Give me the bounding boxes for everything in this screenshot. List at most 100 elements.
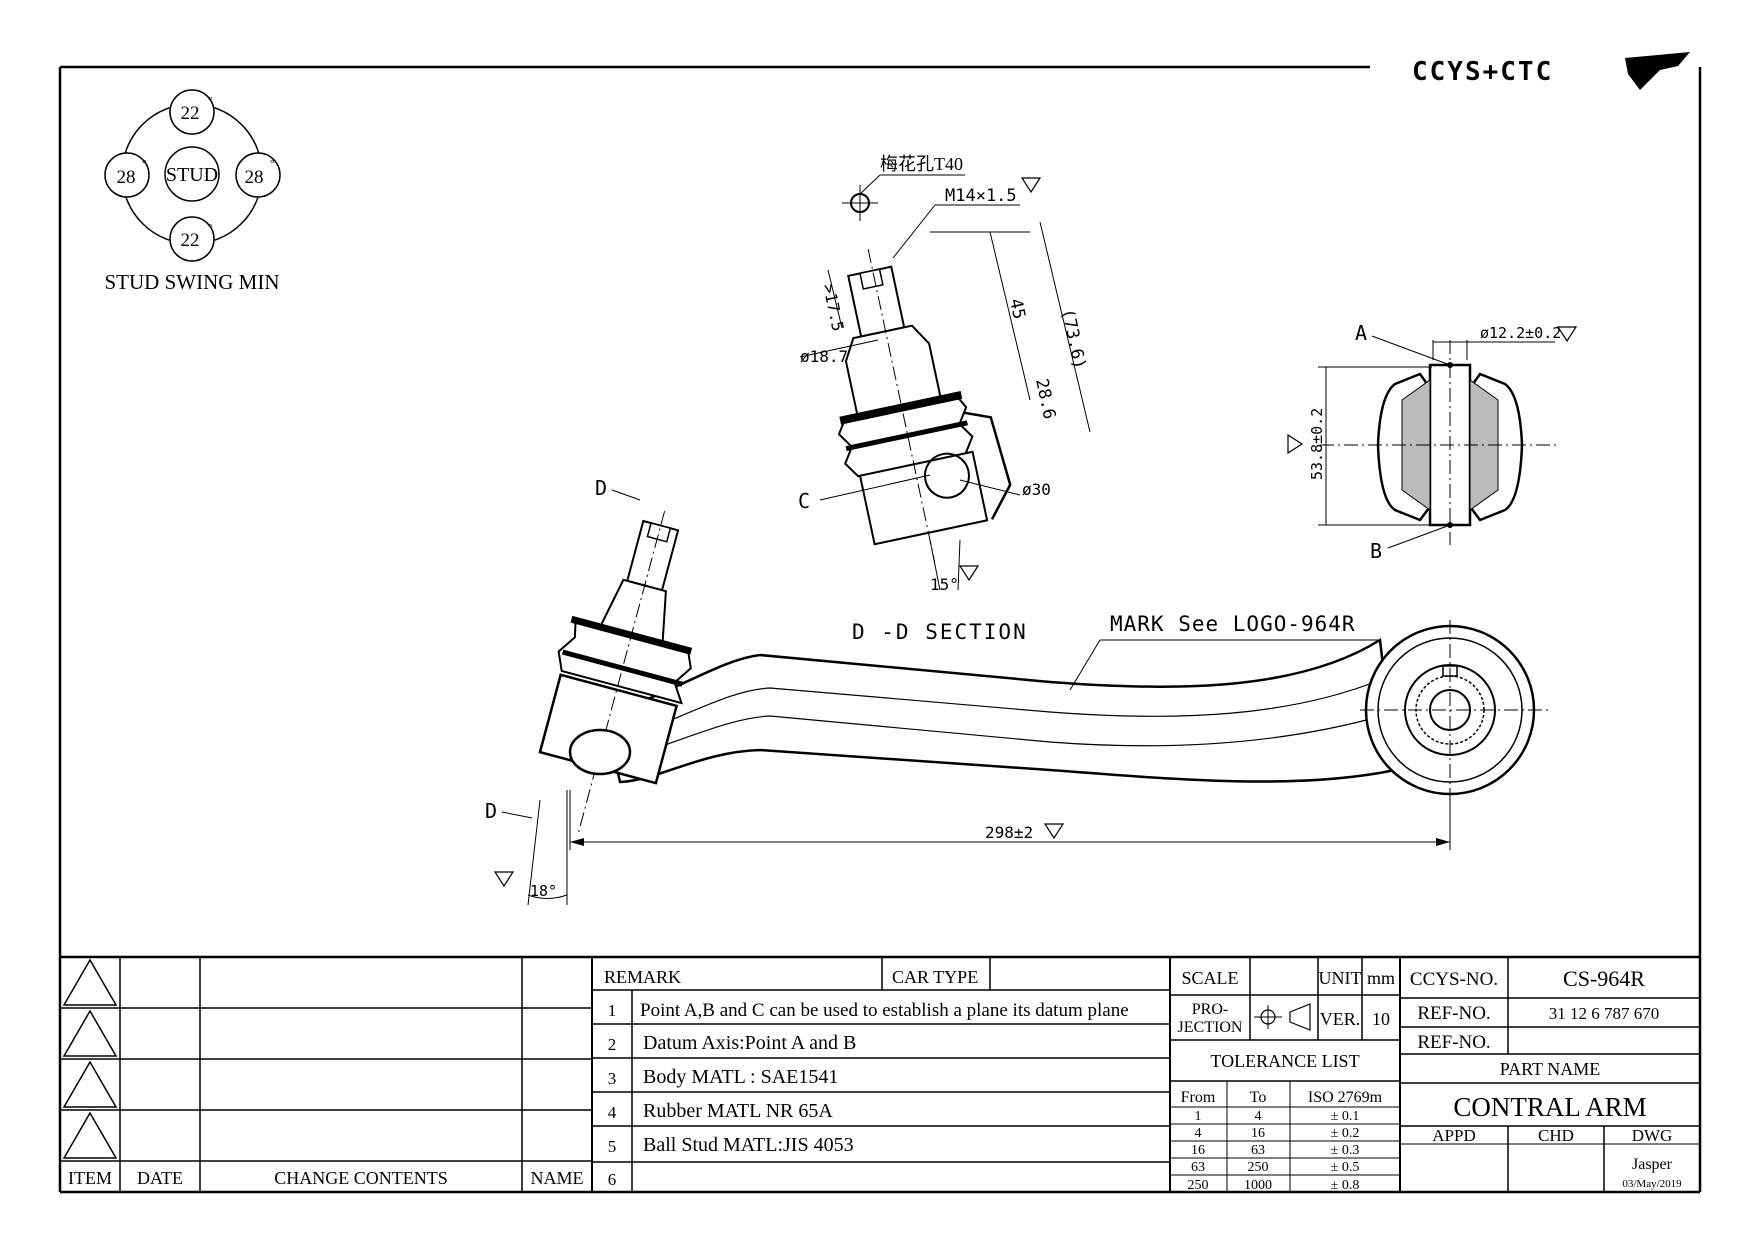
swing-top-value: 22 xyxy=(181,103,200,124)
length-dimension: 298±2 xyxy=(985,823,1033,842)
remark-row-2: Datum Axis:Point A and B xyxy=(643,1032,856,1054)
thread-label: M14×1.5 xyxy=(945,186,1017,206)
svg-text:2: 2 xyxy=(608,1035,617,1054)
ref-no2-label: REF-NO. xyxy=(1417,1032,1490,1053)
svg-text:63: 63 xyxy=(1191,1160,1205,1175)
section-title: D -D SECTION xyxy=(852,620,1028,644)
version-label: VER. xyxy=(1320,1009,1361,1029)
svg-text:3: 3 xyxy=(608,1069,617,1088)
dim-17-5: >17.5 xyxy=(819,282,848,333)
svg-text:1000: 1000 xyxy=(1244,1178,1272,1193)
svg-text:5: 5 xyxy=(608,1137,617,1156)
drawing-border xyxy=(58,65,1702,1194)
ref-no-label: REF-NO. xyxy=(1417,1003,1490,1024)
svg-text:1: 1 xyxy=(608,1001,617,1020)
dim-73-6: (73.6) xyxy=(1057,307,1089,371)
svg-text:± 0.3: ± 0.3 xyxy=(1331,1143,1360,1158)
stud-swing-diagram: STUD 22 ° 22 ° 28 ° 28 ° STUD SWING MIN xyxy=(104,89,281,294)
svg-text:4: 4 xyxy=(1255,1109,1262,1124)
angle-18: 18° xyxy=(530,882,557,900)
section-mark-top: D xyxy=(595,476,607,500)
hex-socket-label: 梅花孔T40 xyxy=(880,154,963,174)
ref-no-value: 31 12 6 787 670 xyxy=(1549,1004,1660,1023)
dim-30: ø30 xyxy=(1022,480,1051,499)
svg-text:From: From xyxy=(1181,1089,1216,1106)
appd-label: APPD xyxy=(1432,1126,1475,1145)
remark-row-4: Rubber MATL NR 65A xyxy=(643,1100,833,1122)
remark-block: REMARK CAR TYPE 1 Point A,B and C can be… xyxy=(592,957,1171,1192)
dim-bushing-height: 53.8±0.2 xyxy=(1308,408,1326,480)
remark-row-5: Ball Stud MATL:JIS 4053 xyxy=(643,1134,854,1156)
point-a-label: A xyxy=(1355,321,1367,345)
bushing-view: A B ø12.2±0.2 53.8±0.2 xyxy=(1287,321,1578,563)
unit-value: mm xyxy=(1367,968,1395,988)
remark-row-3: Body MATL : SAE1541 xyxy=(643,1066,838,1088)
version-value: 10 xyxy=(1372,1009,1390,1029)
dim-45: 45 xyxy=(1005,297,1029,321)
svg-text:4: 4 xyxy=(1195,1126,1202,1141)
svg-text:°: ° xyxy=(270,158,274,170)
section-dimensions: 梅花孔T40 M14×1.5 45 (73.6) 28.6 >17.5 ø18.… xyxy=(798,154,1091,644)
svg-text:1: 1 xyxy=(1195,1109,1202,1124)
drawn-by: Jasper xyxy=(1632,1156,1673,1173)
section-mark-bottom: D xyxy=(485,799,497,823)
swing-left-value: 28 xyxy=(117,167,136,188)
projection-symbol-icon xyxy=(1254,1003,1311,1031)
header-date: DATE xyxy=(137,1168,183,1188)
ccys-no-label: CCYS-NO. xyxy=(1410,969,1498,990)
part-name-value: CONTRAL ARM xyxy=(1453,1092,1646,1122)
svg-text:± 0.2: ± 0.2 xyxy=(1331,1126,1360,1141)
stud-swing-caption: STUD SWING MIN xyxy=(105,270,280,294)
projection-label-1: PRO- xyxy=(1192,1001,1228,1018)
swing-bottom-value: 22 xyxy=(181,230,200,251)
svg-text:± 0.8: ± 0.8 xyxy=(1331,1178,1360,1193)
section-view-dd xyxy=(837,249,1012,563)
dwg-label: DWG xyxy=(1632,1126,1673,1145)
mark-note: MARK See LOGO-964R xyxy=(1110,612,1356,636)
svg-text:4: 4 xyxy=(608,1103,617,1122)
svg-text:°: ° xyxy=(208,95,212,107)
revision-triangle-icon xyxy=(62,958,118,1006)
tolerance-rows: 1 4 ± 0.1 4 16 ± 0.2 16 63 ± 0.3 63 250 … xyxy=(1188,1109,1360,1193)
car-type-label: CAR TYPE xyxy=(892,967,978,987)
svg-text:± 0.1: ± 0.1 xyxy=(1331,1109,1360,1124)
point-b-label: B xyxy=(1370,539,1382,563)
revision-block: ITEM DATE CHANGE CONTENTS NAME xyxy=(60,957,593,1192)
revision-triangle-icon xyxy=(62,1060,118,1108)
logo-emblem-icon xyxy=(1625,52,1690,90)
dim-18-7: ø18.7 xyxy=(800,347,848,366)
surface-finish-icon xyxy=(1020,177,1042,194)
remark-header: REMARK xyxy=(604,967,681,987)
stud-label: STUD xyxy=(166,164,218,186)
svg-text:ISO 2769m: ISO 2769m xyxy=(1308,1089,1383,1106)
angle-15: 15° xyxy=(930,575,959,594)
tolerance-title: TOLERANCE LIST xyxy=(1210,1051,1359,1071)
header-name: NAME xyxy=(531,1168,584,1188)
company-logo: CCYS+CTC xyxy=(1412,52,1690,90)
scale-label: SCALE xyxy=(1181,968,1238,988)
svg-text:250: 250 xyxy=(1188,1178,1209,1193)
svg-text:16: 16 xyxy=(1191,1143,1205,1158)
svg-text:To: To xyxy=(1250,1089,1267,1106)
swing-right-value: 28 xyxy=(245,167,264,188)
ccys-no-value: CS-964R xyxy=(1563,966,1645,991)
projection-label-2: JECTION xyxy=(1178,1019,1243,1036)
revision-triangle-icon xyxy=(62,1111,118,1159)
chd-label: CHD xyxy=(1538,1126,1574,1145)
dim-28-6: 28.6 xyxy=(1031,377,1059,421)
unit-label: UNIT xyxy=(1319,968,1362,988)
svg-text:6: 6 xyxy=(608,1170,617,1189)
header-item: ITEM xyxy=(68,1168,112,1188)
drawing-date: 03/May/2019 xyxy=(1622,1178,1682,1190)
remark-row-1: Point A,B and C can be used to establish… xyxy=(640,1000,1129,1021)
svg-text:± 0.5: ± 0.5 xyxy=(1331,1160,1360,1175)
point-c-label: C xyxy=(798,489,810,513)
control-arm-main-view: MARK See LOGO-964R D D 298±2 18° xyxy=(485,476,1550,906)
title-block: ITEM DATE CHANGE CONTENTS NAME REMARK CA… xyxy=(60,957,1700,1193)
svg-text:250: 250 xyxy=(1248,1160,1269,1175)
part-info-block: CCYS-NO. CS-964R REF-NO. 31 12 6 787 670… xyxy=(1400,957,1700,1192)
header-change: CHANGE CONTENTS xyxy=(274,1168,448,1188)
part-name-label: PART NAME xyxy=(1500,1059,1600,1079)
revision-triangle-icon xyxy=(62,1009,118,1057)
